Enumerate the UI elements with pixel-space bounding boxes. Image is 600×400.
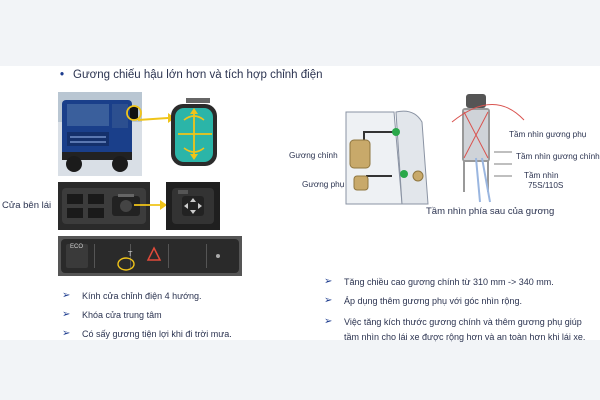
switch-arrow-icon [134,200,167,210]
chevron-right-icon: ➢ [62,309,71,320]
right-feature-list: ➢Tăng chiều cao gương chính từ 310 mm ->… [324,276,596,354]
chevron-right-icon: ➢ [62,328,71,339]
bullet-dot-icon: • [60,69,65,81]
door-switch-photo [58,182,150,230]
view-aux-label: Tầm nhìn gương phụ [509,130,587,139]
eco-badge: ECO [70,244,84,250]
dashboard-panel-photo: T [58,236,242,276]
svg-text:T: T [127,250,133,258]
view-angle-label-b: 75S/110S [528,181,564,190]
chevron-right-icon: ➢ [324,276,333,287]
list-item: ➢Có sấy gương tiện lợi khi đi trời mưa. [62,328,232,339]
truck-photo [58,92,142,176]
driver-door-label: Cửa bên lái [2,200,52,211]
view-angle-label-a: Tầm nhìn [524,171,559,180]
mirror-control-closeup [166,182,220,230]
chevron-right-icon: ➢ [324,295,333,306]
mirror-diagram [344,92,596,224]
chevron-right-icon: ➢ [324,316,333,327]
list-item: ➢Kính cửa chỉnh điện 4 hướng. [62,290,202,301]
slide-title: • Gương chiếu hậu lớn hơn và tích hợp chỉ… [60,69,323,81]
view-main-label: Tầm nhìn gương chính [516,152,600,161]
list-item: ➢Áp dụng thêm gương phụ với góc nhìn rộn… [324,295,522,306]
left-feature-list: ➢Kính cửa chỉnh điện 4 hướng. ➢Khóa cửa … [62,290,232,348]
title-text: Gương chiếu hậu lớn hơn và tích hợp chỉn… [73,69,323,81]
aux-mirror-label: Gương phụ [302,180,345,189]
list-item: ➢Tăng chiều cao gương chính từ 310 mm ->… [324,276,554,287]
list-item: ➢Việc tăng kích thước gương chính và thê… [324,316,586,342]
mirror-closeup [168,98,222,170]
list-item: ➢Khóa cửa trung tâm [62,309,162,320]
main-mirror-label: Gương chính [289,151,338,160]
diagram-caption: Tầm nhìn phía sau của gương [426,206,555,217]
chevron-right-icon: ➢ [62,290,71,301]
